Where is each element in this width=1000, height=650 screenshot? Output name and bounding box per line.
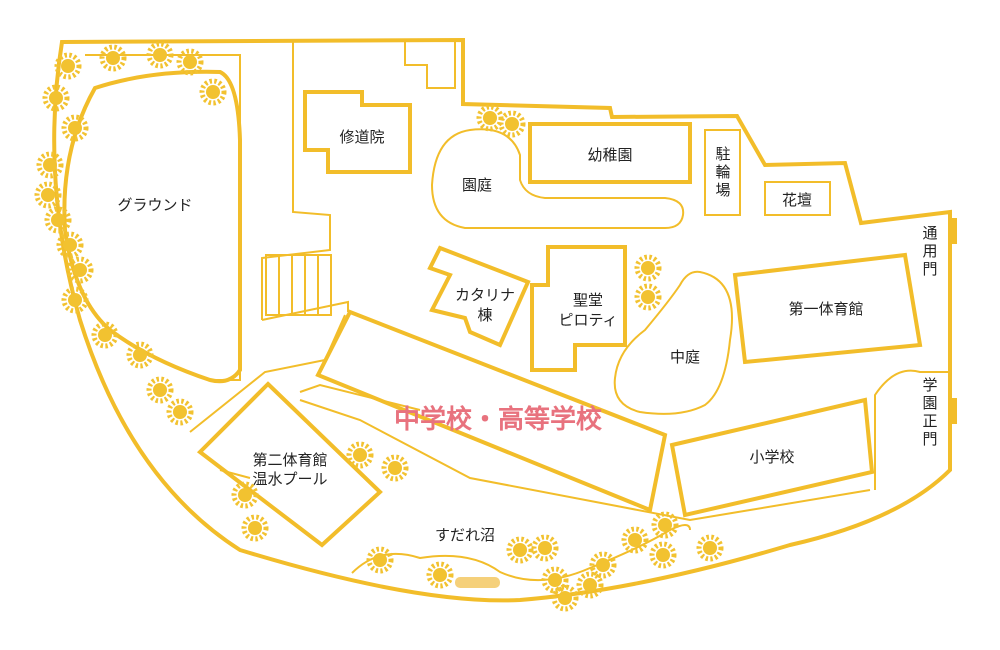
main-gate-label-1: 学 (922, 376, 937, 394)
courtyard-label: 中庭 (670, 348, 700, 366)
ground-label: グラウンド (117, 196, 192, 214)
gym1-label: 第一体育館 (788, 300, 863, 318)
chapel-building (530, 245, 627, 372)
tree-icon (369, 549, 391, 571)
highschool-building (315, 309, 668, 513)
tree-icon (501, 113, 523, 135)
path-line (261, 42, 331, 320)
path-line (189, 314, 346, 433)
bike-parking-label-1: 駐 (715, 145, 730, 163)
gym2-building (196, 381, 383, 548)
tree-icon (509, 539, 531, 561)
monastery-label: 修道院 (339, 128, 384, 146)
tree-icon (479, 107, 501, 129)
catalina-building (427, 245, 531, 348)
side-gate-label-3: 門 (922, 260, 937, 278)
side-gate-label-2: 用 (922, 242, 937, 260)
monastery-building (303, 90, 412, 174)
stairs (265, 254, 332, 316)
garden-label: 園庭 (462, 176, 492, 194)
gym2-label-2: 温水プール (252, 470, 327, 488)
pond-path (351, 524, 691, 581)
tree-icon (429, 564, 451, 586)
pond-label: すだれ沼 (435, 526, 495, 544)
bike-parking-label-3: 場 (715, 181, 730, 199)
ground-area (62, 69, 242, 384)
catalina-label-2: 棟 (477, 306, 492, 324)
tree-icon (169, 401, 191, 423)
tree-icon (699, 537, 721, 559)
kindergarten-garden (430, 128, 685, 229)
tree-icon (102, 47, 124, 69)
pond-water (455, 577, 500, 588)
tree-icon (637, 257, 659, 279)
kindergarten-building (528, 122, 692, 184)
bike-parking-label-2: 輪 (715, 163, 730, 181)
tree-icon (384, 457, 406, 479)
main-gate-label-4: 門 (922, 430, 937, 448)
chapel-label-1: 聖堂 (573, 291, 603, 309)
bike-parking (704, 129, 741, 216)
flower-bed (764, 181, 831, 216)
elementary-label: 小学校 (749, 448, 794, 466)
flower-bed-label: 花壇 (782, 191, 812, 209)
catalina-label-1: カタリナ (455, 286, 515, 304)
tree-icon (39, 154, 61, 176)
side-gate-label-1: 通 (922, 224, 937, 242)
main-gate-label-2: 園 (922, 394, 937, 412)
tree-icon (244, 517, 266, 539)
path-line (299, 399, 871, 522)
gym2-label-1: 第二体育館 (252, 451, 327, 469)
side-gate-mark (952, 218, 957, 244)
kindergarten-label: 幼稚園 (587, 146, 632, 164)
path-line (404, 42, 456, 89)
main-gate-mark (952, 398, 957, 424)
courtyard-area (613, 270, 733, 415)
tree-icon (652, 544, 674, 566)
tree-icon (202, 81, 224, 103)
tree-icon (349, 444, 371, 466)
gate-arch (874, 369, 950, 490)
tree-icon (149, 379, 171, 401)
tree-icon (637, 286, 659, 308)
highschool-label: 中学校・高等学校 (394, 404, 603, 435)
tree-icon (534, 537, 556, 559)
elementary-building (669, 397, 875, 518)
gym1-building (732, 252, 923, 365)
chapel-label-2: ピロティ (558, 311, 617, 329)
main-gate-label-3: 正 (922, 412, 937, 430)
